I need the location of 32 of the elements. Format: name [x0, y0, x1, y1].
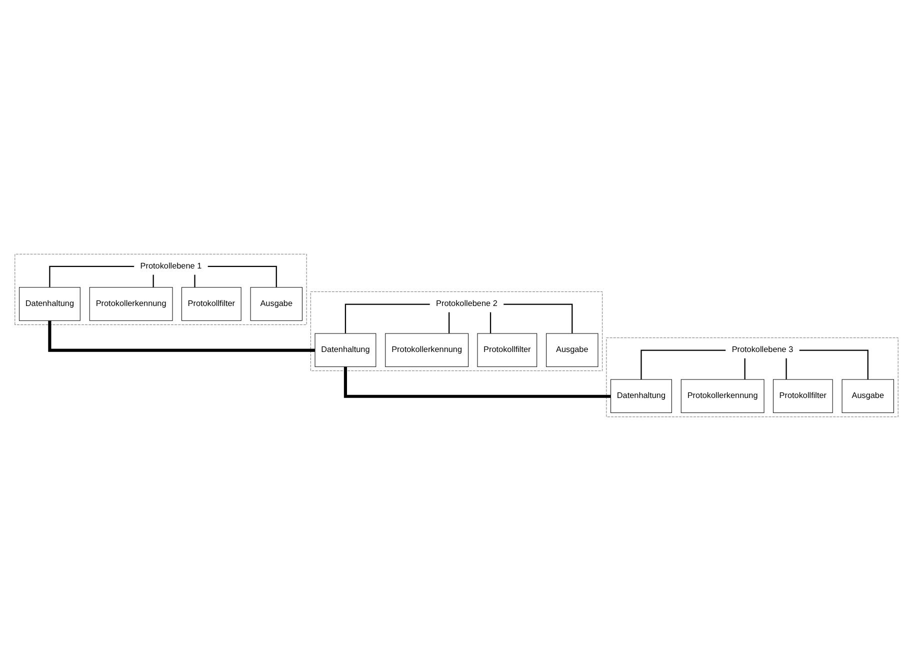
- connector: [48, 320, 315, 352]
- cluster: [606, 337, 898, 417]
- connector: [744, 358, 746, 379]
- cluster: [310, 291, 603, 370]
- node-text: Protokollebene 3: [732, 344, 794, 354]
- connector: [799, 349, 868, 379]
- node-box: Ausgabe: [842, 378, 894, 413]
- node-box: Protokollfilter: [181, 286, 242, 320]
- node-text: Protokollebene 1: [140, 260, 202, 270]
- node-box: Datenhaltung: [314, 332, 376, 366]
- node-box: Datenhaltung: [19, 286, 80, 320]
- node-text: Protokollebene 2: [436, 298, 498, 308]
- connector: [786, 358, 787, 379]
- connector: [640, 349, 726, 379]
- connector: [504, 303, 573, 333]
- connector: [490, 312, 492, 333]
- node-box: Ausgabe: [250, 286, 302, 320]
- node-box: Ausgabe: [546, 332, 598, 366]
- node-box: Datenhaltung: [610, 378, 672, 413]
- node-box: Protokollerkennung: [89, 286, 173, 320]
- connector: [194, 274, 196, 287]
- node-box: Protokollfilter: [477, 332, 538, 366]
- node-box: Protokollfilter: [772, 378, 833, 413]
- node-box: Protokollerkennung: [680, 378, 764, 413]
- connector: [208, 265, 277, 287]
- connector: [49, 265, 134, 287]
- connector: [344, 366, 611, 398]
- node-box: Protokollerkennung: [385, 332, 469, 366]
- connector: [448, 312, 450, 333]
- connector: [344, 303, 430, 333]
- cluster: [14, 253, 307, 324]
- connector: [152, 274, 154, 287]
